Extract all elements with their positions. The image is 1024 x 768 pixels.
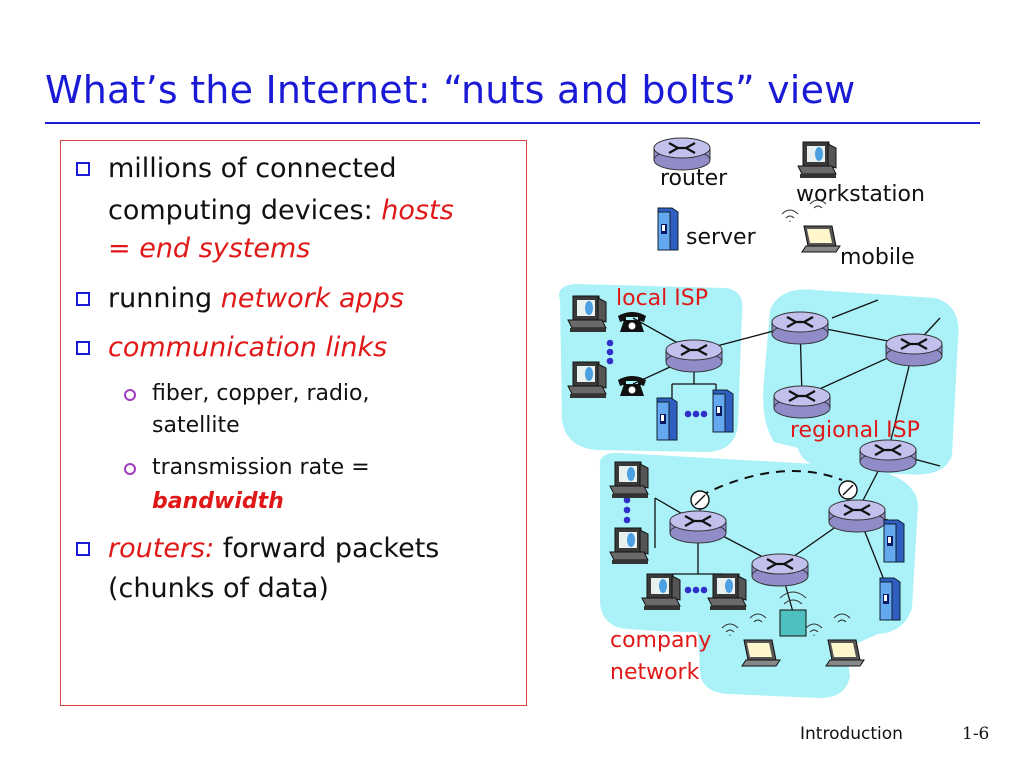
subbullet-text: bandwidth <box>152 489 284 514</box>
server-icon <box>712 389 734 433</box>
bullet-square-icon <box>76 542 90 556</box>
router-icon <box>770 310 830 346</box>
router-icon <box>668 509 728 545</box>
server-icon <box>656 397 678 441</box>
legend-workstation-icon <box>797 141 837 179</box>
workstation-icon <box>567 295 607 333</box>
legend-server-label: server <box>686 225 756 250</box>
subbullet-text: fiber, copper, radio, <box>152 381 370 406</box>
router-icon <box>664 338 724 374</box>
router-icon <box>827 498 887 534</box>
bullet-text: = end systems <box>108 233 311 264</box>
bullet-text: (chunks of data) <box>108 573 329 604</box>
bullet-text: routers: forward packets <box>108 533 440 564</box>
footer-section: Introduction <box>800 724 903 744</box>
router-icon <box>858 438 918 474</box>
legend-mobile-label: mobile <box>840 245 915 270</box>
legend-router-label: router <box>660 166 728 191</box>
workstation-icon <box>707 573 747 611</box>
bullet-text: millions of connected <box>108 153 397 184</box>
workstation-icon <box>609 527 649 565</box>
bullet-textbox <box>60 140 527 706</box>
bullet-text: computing devices: hosts <box>108 195 454 226</box>
legend-mobile-icon <box>781 199 841 253</box>
wireless-link <box>699 470 843 497</box>
subbullet-circle-icon <box>124 463 136 475</box>
bullet-square-icon <box>76 162 90 176</box>
access-point-signal-icon <box>779 591 807 605</box>
router-icon <box>772 384 832 420</box>
company-network-label-line2: network <box>610 660 700 685</box>
workstation-icon <box>567 361 607 399</box>
router-icon <box>750 552 810 588</box>
bullet-text: running network apps <box>108 283 404 314</box>
title-underline <box>45 122 980 124</box>
ellipsis-dots <box>606 339 708 594</box>
company-network-label-line1: company <box>610 628 712 653</box>
access-point-icon <box>779 609 807 637</box>
local-isp-label: local ISP <box>616 286 708 311</box>
workstation-icon <box>609 461 649 499</box>
subbullet-text: satellite <box>152 413 240 438</box>
subbullet-text: transmission rate = <box>152 455 370 480</box>
legend-workstation-label: workstation <box>796 182 925 207</box>
bullet-text: communication links <box>108 332 388 363</box>
footer-page-number: 1-6 <box>962 724 990 744</box>
page-title: What’s the Internet: “nuts and bolts” vi… <box>45 68 856 112</box>
subbullet-circle-icon <box>124 389 136 401</box>
legend-server-icon <box>657 207 679 251</box>
server-icon <box>879 577 901 621</box>
regional-isp-label: regional ISP <box>790 418 920 443</box>
workstation-icon <box>641 573 681 611</box>
server-icon <box>883 519 905 563</box>
bullet-square-icon <box>76 341 90 355</box>
bullet-square-icon <box>76 292 90 306</box>
router-icon <box>884 332 944 368</box>
